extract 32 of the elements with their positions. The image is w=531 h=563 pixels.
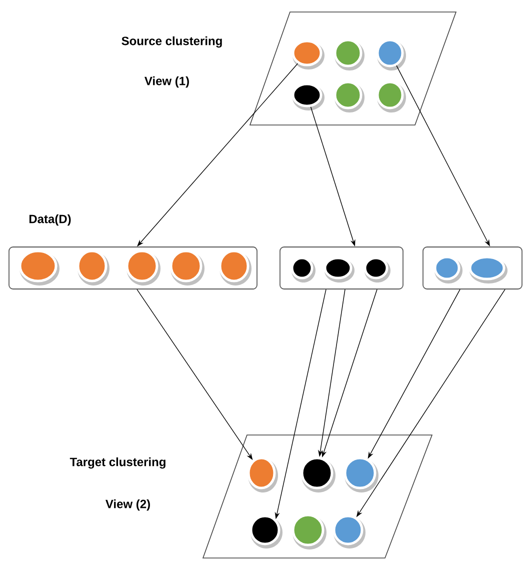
dot — [300, 456, 336, 492]
dot — [170, 250, 204, 286]
view-label: View (2) — [106, 499, 150, 511]
dot — [376, 80, 406, 112]
dot — [218, 250, 252, 286]
cluster-box — [280, 246, 404, 290]
cluster-box — [8, 246, 258, 290]
dot — [324, 256, 354, 282]
dot — [292, 40, 324, 70]
dot — [292, 514, 326, 550]
heading-label: Source clustering — [122, 36, 222, 48]
dot — [18, 250, 60, 286]
dot — [468, 256, 508, 284]
dot — [344, 456, 378, 492]
dot — [332, 514, 366, 548]
dot — [247, 456, 278, 492]
dot — [334, 38, 364, 70]
dot — [126, 250, 160, 286]
heading-label: Target clustering — [70, 457, 166, 469]
cluster-box — [422, 246, 522, 290]
dot — [290, 256, 316, 282]
dot — [334, 80, 364, 112]
dot — [76, 250, 110, 286]
dot — [364, 256, 390, 282]
parallelogram — [122, 12, 457, 126]
parallelogram — [70, 434, 433, 558]
dot — [434, 256, 462, 284]
dot — [376, 38, 406, 70]
dot — [292, 82, 324, 110]
dot — [250, 514, 282, 548]
data-label: Data(D) — [29, 214, 71, 226]
view-label: View (1) — [144, 76, 189, 88]
